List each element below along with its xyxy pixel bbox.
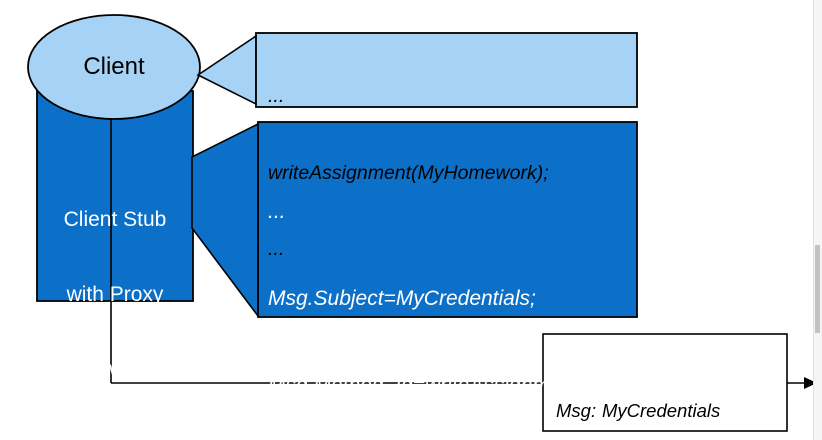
client-code-callout-box (255, 32, 638, 108)
client-stub-line: Client Stub (63, 208, 167, 231)
message-label: Msg: (556, 400, 597, 421)
message-box (542, 333, 788, 432)
client-label: Client (83, 53, 145, 80)
client-stub-line: with Proxy (66, 283, 164, 306)
client-stub-line: PEP and PDP) (20, 432, 210, 440)
code-line: Msg.Method_Id=writeAssignment_Id; (268, 374, 615, 397)
code-line: writeAssignment(MyHomework); (268, 161, 549, 184)
stub-code-callout-box (257, 121, 638, 318)
code-line: ... (268, 238, 285, 260)
code-line: ... (268, 85, 285, 107)
message-box-text: Msg: MyCredentials writeAssignment_Id My… (556, 341, 763, 440)
stub-code-text: ... Msg.Subject=MyCredentials; Msg.Metho… (268, 139, 614, 440)
client-ellipse (27, 14, 201, 120)
message-value: MyCredentials (602, 400, 721, 421)
client-stub-label: Client Stub with Proxy (here without PEP… (20, 157, 210, 440)
vertical-scrollbar[interactable] (813, 0, 822, 440)
client-code-text: ... writeAssignment(MyHomework); ... (268, 33, 549, 314)
code-line: ... (268, 200, 286, 223)
scrollbar-thumb[interactable] (815, 245, 820, 333)
client-stub-box (36, 90, 194, 302)
code-line: Msg.Subject=MyCredentials; (268, 287, 536, 310)
client-stub-line: (here without (54, 358, 176, 381)
arrowhead-icon (804, 377, 817, 389)
